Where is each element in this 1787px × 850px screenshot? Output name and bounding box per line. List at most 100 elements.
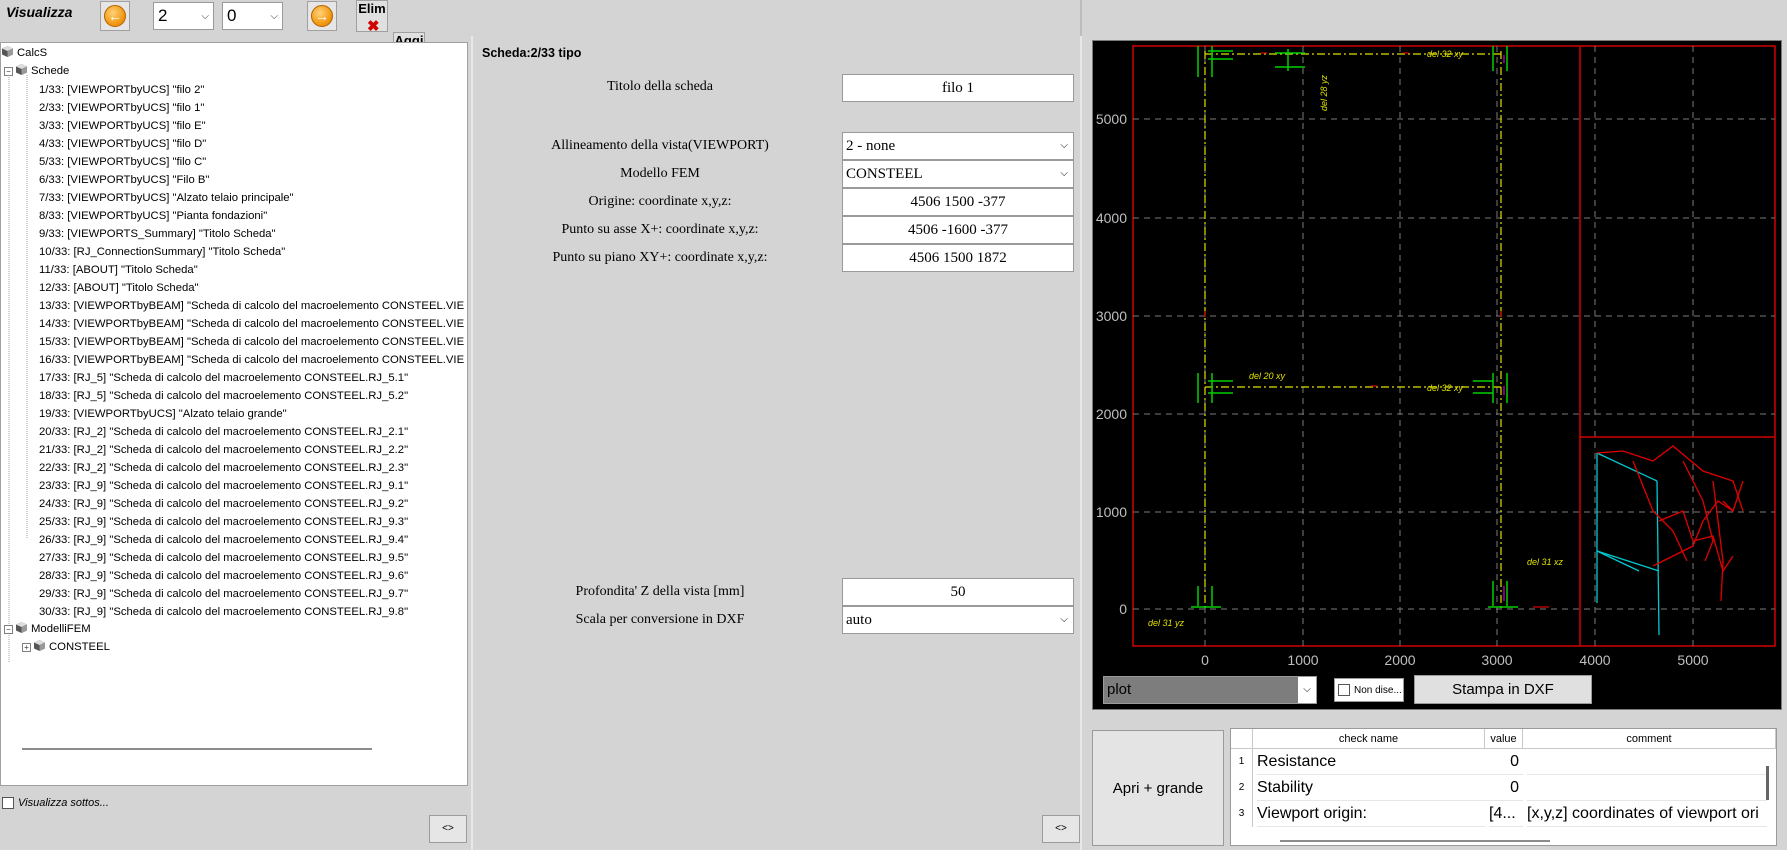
tree-node-consteel[interactable]: + CONSTEEL — [22, 640, 110, 654]
prev-button[interactable]: ← — [100, 1, 130, 31]
grid-header-comment[interactable]: comment — [1523, 729, 1776, 749]
origine-input[interactable]: 4506 1500 -377 — [842, 188, 1074, 216]
tree-node-consteel-label: CONSTEEL — [49, 641, 110, 653]
tree-item[interactable]: 3/33: [VIEWPORTbyUCS] "filo E" — [39, 120, 206, 132]
grid-header-name[interactable]: check name — [1253, 729, 1485, 749]
non-dise-label: Non dise... — [1354, 684, 1402, 696]
tree-root[interactable]: CalcS — [2, 46, 47, 60]
grid-cell-comment[interactable] — [1527, 749, 1767, 775]
tree-item[interactable]: 25/33: [RJ_9] "Scheda di calcolo del mac… — [39, 516, 409, 528]
plot-canvas[interactable]: del 32 xy del 28 yz del 20 xy del 32 xy … — [1092, 40, 1782, 710]
grid-cell-name[interactable]: Viewport origin: — [1257, 801, 1485, 827]
titolo-input[interactable]: filo 1 — [842, 74, 1074, 102]
profondita-label: Profondita' Z della vista [mm] — [575, 584, 745, 599]
tree-item[interactable]: 30/33: [RJ_9] "Scheda di calcolo del mac… — [39, 606, 409, 618]
tree-item[interactable]: 9/33: [VIEWPORTS_Summary] "Titolo Scheda… — [39, 228, 276, 240]
grid-cell-comment[interactable] — [1527, 775, 1767, 801]
grid-cell-value[interactable]: [4... — [1489, 801, 1523, 827]
tree-item[interactable]: 14/33: [VIEWPORTbyBEAM] "Scheda di calco… — [39, 318, 465, 330]
tree-item[interactable]: 16/33: [VIEWPORTbyBEAM] "Scheda di calco… — [39, 354, 465, 366]
sheet-combo[interactable]: 2⌵ — [153, 2, 214, 30]
collapse-icon[interactable]: − — [4, 625, 13, 634]
grid-hscrollbar[interactable] — [1280, 840, 1550, 842]
tree-item[interactable]: 7/33: [VIEWPORTbyUCS] "Alzato telaio pri… — [39, 192, 294, 204]
allineamento-select[interactable]: 2 - none ⌵ — [842, 132, 1074, 160]
plot-label: del 32 xy — [1427, 383, 1464, 393]
y-tick: 0 — [1119, 601, 1127, 617]
sub-combo[interactable]: 0⌵ — [222, 2, 283, 30]
y-tick: 2000 — [1096, 406, 1127, 422]
tree-item[interactable]: 4/33: [VIEWPORTbyUCS] "filo D" — [39, 138, 207, 150]
tree-item[interactable]: 28/33: [RJ_9] "Scheda di calcolo del mac… — [39, 570, 409, 582]
plot-combo-value: plot — [1107, 681, 1132, 698]
tree-item[interactable]: 2/33: [VIEWPORTbyUCS] "filo 1" — [39, 102, 205, 114]
elim-button[interactable]: Elim ✖ — [356, 0, 388, 35]
stampa-dxf-button[interactable]: Stampa in DXF — [1414, 675, 1592, 704]
panel-divider[interactable] — [1080, 36, 1082, 850]
grid-cell-name[interactable]: Stability — [1257, 775, 1485, 801]
x-tick: 0 — [1201, 652, 1209, 668]
cube-icon — [2, 46, 13, 57]
tree-item[interactable]: 22/33: [RJ_2] "Scheda di calcolo del mac… — [39, 462, 409, 474]
tree-node-schede-label: Schede — [31, 65, 70, 77]
tree-hscrollbar[interactable] — [22, 748, 372, 750]
plot-combo[interactable]: plot⌵ — [1103, 676, 1317, 704]
grid-cell-name[interactable]: Resistance — [1257, 749, 1485, 775]
tree-item[interactable]: 19/33: [VIEWPORTbyUCS] "Alzato telaio gr… — [39, 408, 287, 420]
grid-header-value[interactable]: value — [1485, 729, 1523, 749]
tree-item[interactable]: 24/33: [RJ_9] "Scheda di calcolo del mac… — [39, 498, 409, 510]
y-tick: 1000 — [1096, 504, 1127, 520]
grid-row-number: 2 — [1231, 775, 1253, 801]
checks-grid[interactable]: check name value comment 1 Resistance 0 … — [1230, 728, 1777, 846]
structure-lines — [1204, 51, 1502, 609]
grid-cell-comment[interactable]: [x,y,z] coordinates of viewport ori — [1527, 801, 1767, 827]
tree-item[interactable]: 26/33: [RJ_9] "Scheda di calcolo del mac… — [39, 534, 409, 546]
visualizza-sotto-checkbox[interactable]: Visualizza sottos... — [2, 797, 109, 809]
grid-vscrollbar[interactable] — [1766, 766, 1769, 800]
tree-item[interactable]: 6/33: [VIEWPORTbyUCS] "Filo B" — [39, 174, 210, 186]
panel-divider[interactable] — [471, 36, 473, 850]
next-button[interactable]: → — [307, 1, 337, 31]
apri-grande-button[interactable]: Apri + grande — [1092, 730, 1224, 846]
sheet-tree[interactable]: CalcS −Schede 1/33: [VIEWPORTbyUCS] "fil… — [0, 42, 468, 786]
tree-root-label: CalcS — [17, 47, 48, 59]
chevron-down-icon: ⌵ — [1060, 140, 1068, 151]
allineamento-value: 2 - none — [846, 138, 896, 154]
grid-cell-value[interactable]: 0 — [1485, 749, 1523, 775]
tree-item[interactable]: 8/33: [VIEWPORTbyUCS] "Pianta fondazioni… — [39, 210, 268, 222]
form-toggle-button[interactable]: <> — [1042, 815, 1080, 843]
expand-icon[interactable]: + — [22, 643, 31, 652]
member-labels: del 32 xy del 28 yz del 20 xy del 32 xy … — [1148, 49, 1564, 628]
tree-item[interactable]: 17/33: [RJ_5] "Scheda di calcolo del mac… — [39, 372, 409, 384]
tree-item[interactable]: 1/33: [VIEWPORTbyUCS] "filo 2" — [39, 84, 205, 96]
asse-input[interactable]: 4506 -1600 -377 — [842, 216, 1074, 244]
tree-item[interactable]: 29/33: [RJ_9] "Scheda di calcolo del mac… — [39, 588, 409, 600]
tree-item[interactable]: 5/33: [VIEWPORTbyUCS] "filo C" — [39, 156, 207, 168]
tree-item[interactable]: 13/33: [VIEWPORTbyBEAM] "Scheda di calco… — [39, 300, 465, 312]
tree-item[interactable]: 18/33: [RJ_5] "Scheda di calcolo del mac… — [39, 390, 409, 402]
tree-node-modelli-label: ModelliFEM — [31, 623, 91, 635]
scala-value: auto — [846, 612, 872, 628]
tree-item[interactable]: 27/33: [RJ_9] "Scheda di calcolo del mac… — [39, 552, 409, 564]
non-dise-checkbox[interactable]: Non dise... — [1334, 678, 1404, 702]
tree-item[interactable]: 21/33: [RJ_2] "Scheda di calcolo del mac… — [39, 444, 409, 456]
checkbox-box[interactable] — [2, 797, 14, 809]
grid-cell-value[interactable]: 0 — [1485, 775, 1523, 801]
tree-item[interactable]: 15/33: [VIEWPORTbyBEAM] "Scheda di calco… — [39, 336, 465, 348]
tree-item[interactable]: 20/33: [RJ_2] "Scheda di calcolo del mac… — [39, 426, 409, 438]
tree-item[interactable]: 11/33: [ABOUT] "Titolo Scheda" — [39, 264, 198, 276]
tree-node-schede[interactable]: −Schede — [4, 64, 69, 78]
tree-item[interactable]: 12/33: [ABOUT] "Titolo Scheda" — [39, 282, 199, 294]
scala-select[interactable]: auto⌵ — [842, 606, 1074, 634]
piano-input[interactable]: 4506 1500 1872 — [842, 244, 1074, 272]
tree-node-modelli[interactable]: − ModelliFEM — [4, 622, 91, 636]
profondita-input[interactable]: 50 — [842, 578, 1074, 606]
tree-toggle-button[interactable]: <> — [429, 815, 467, 843]
checkbox-box[interactable] — [1338, 684, 1350, 696]
plot-label: del 31 xz — [1527, 557, 1564, 567]
scala-label: Scala per conversione in DXF — [575, 612, 745, 627]
modello-select[interactable]: CONSTEEL⌵ — [842, 160, 1074, 188]
tree-item[interactable]: 23/33: [RJ_9] "Scheda di calcolo del mac… — [39, 480, 409, 492]
grid-lines — [1133, 46, 1775, 646]
tree-item[interactable]: 10/33: [RJ_ConnectionSummary] "Titolo Sc… — [39, 246, 286, 258]
